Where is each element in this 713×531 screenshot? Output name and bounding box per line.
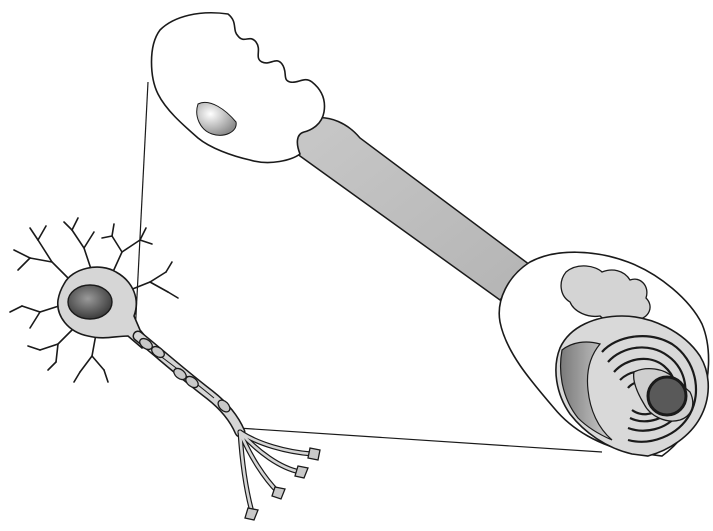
axon-cross-section [648,377,686,415]
synaptic-knob [245,508,258,520]
neuron-nucleus [68,285,112,319]
magnified-axon [292,118,530,300]
synaptic-knob [295,466,308,478]
synaptic-knobs [245,448,320,520]
myelin-sheath-segments [138,336,232,414]
zoom-guide-line-bottom [238,428,602,452]
synaptic-knob [272,487,285,499]
schwann-cell-cross-section [499,252,708,456]
zoom-guide-line-top [135,82,148,335]
synaptic-knob [308,448,320,460]
